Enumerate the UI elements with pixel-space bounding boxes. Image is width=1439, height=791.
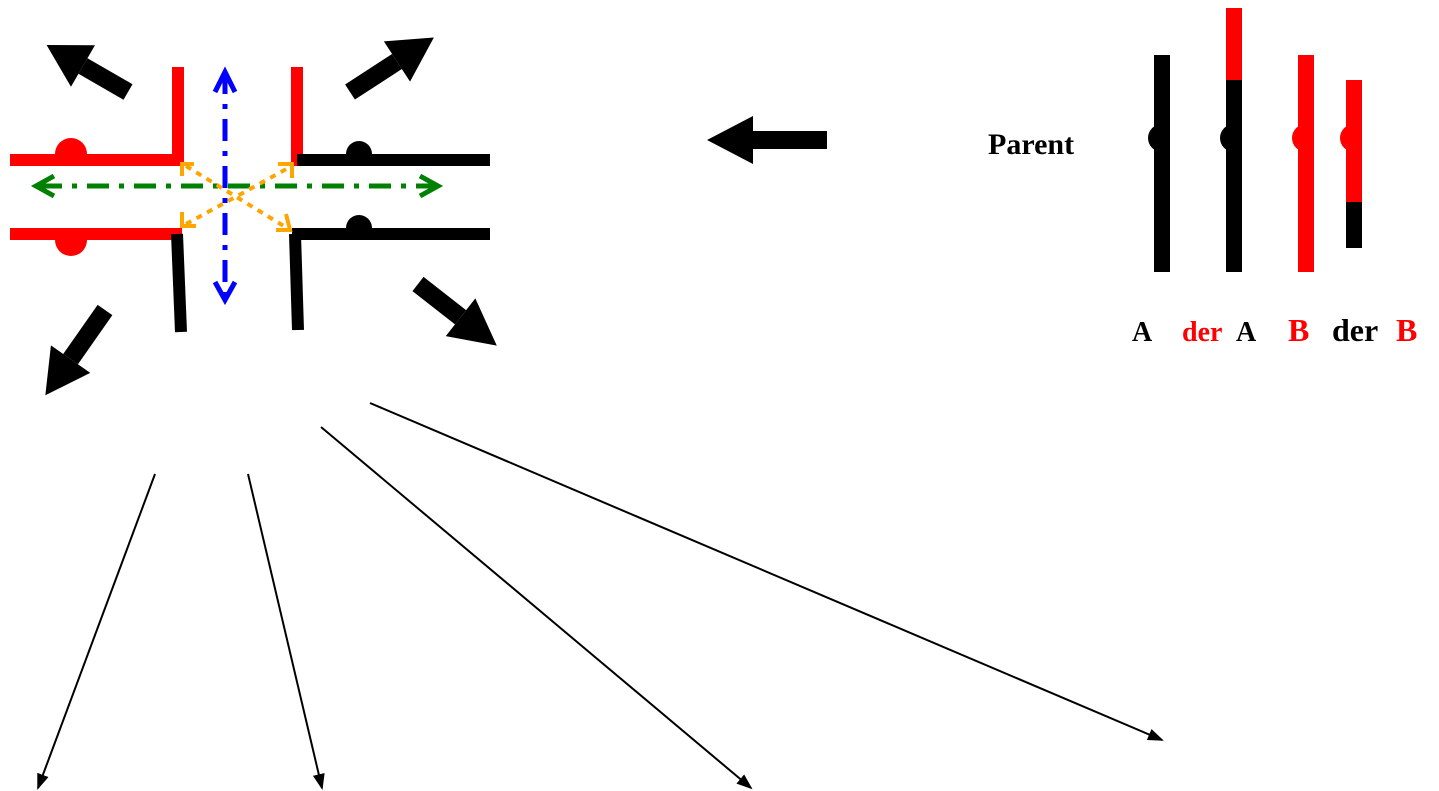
label-der-a-prefix: der (1182, 317, 1222, 348)
parent-label: Parent (988, 128, 1074, 161)
quadrivalent-cross (10, 66, 490, 333)
centromere-top-left (55, 138, 87, 154)
label-der-a-suffix: A (1236, 317, 1257, 348)
chromosome-der-a-centromere (1220, 124, 1234, 152)
outcome-arrows (37, 402, 1164, 790)
outcome-arrow-4 (369, 402, 1164, 741)
bottom-left-black-stub (171, 233, 187, 333)
chromosome-a-centromere (1148, 124, 1162, 152)
parent-chromosomes (1148, 8, 1362, 272)
label-a: A (1132, 317, 1153, 348)
chromosome-der-b-centromere (1340, 124, 1354, 152)
thick-arrow-left (707, 116, 827, 164)
vertical-double-arrow (212, 66, 238, 306)
label-der-b-suffix: B (1396, 312, 1417, 348)
horizontal-double-arrow (30, 173, 444, 199)
label-der-b-prefix: der (1332, 312, 1378, 348)
centromere-bottom-left (55, 240, 87, 256)
outcome-arrow-2 (247, 473, 325, 790)
outcome-arrow-3 (320, 426, 753, 790)
thick-arrow-down-left (45, 304, 113, 396)
outcome-arrow-1 (37, 473, 156, 790)
segregation-arrows (45, 37, 827, 396)
label-b: B (1288, 312, 1309, 348)
centromere-top-right (346, 141, 372, 154)
thick-arrow-up-right (345, 37, 434, 100)
chromosome-b-centromere (1292, 124, 1306, 152)
thick-arrow-up-left (46, 45, 133, 100)
thick-arrow-down-right (412, 276, 497, 346)
centromere-bottom-right (346, 215, 372, 228)
diagonal-pairing-arrows (180, 162, 294, 232)
bottom-right-black-stub (289, 233, 304, 331)
